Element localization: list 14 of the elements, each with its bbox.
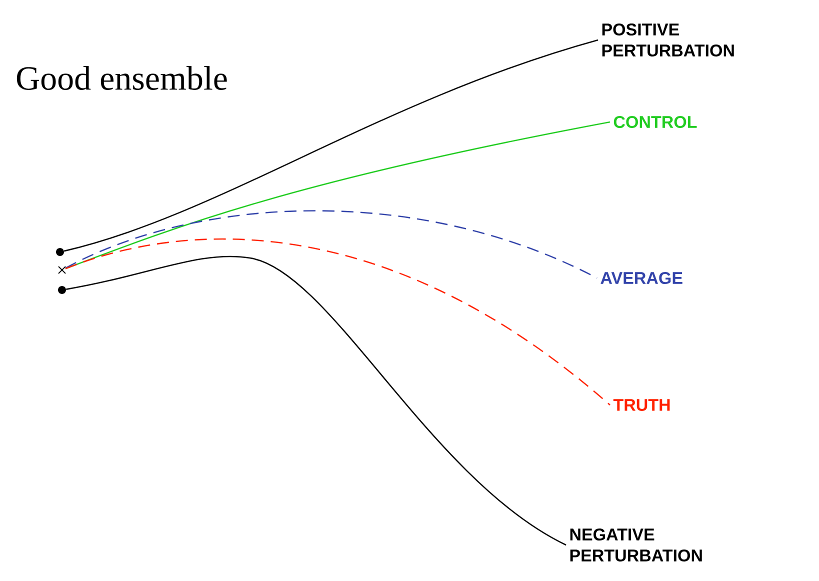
curve [65,121,610,270]
start-dot [58,286,66,294]
curve-label: CONTROL [614,116,697,128]
curve [64,39,598,252]
curve [66,256,566,546]
curve [65,238,610,406]
start-mark [58,266,66,274]
title: Good ensemble [16,66,227,90]
curve-label: TRUTH [613,399,670,411]
curve-label: AVERAGE [600,272,682,284]
curve-label: NEGATIVE PERTURBATION [570,528,702,562]
start-dot [56,248,64,256]
curve-label: POSITIVE PERTURBATION [602,23,734,57]
curve [65,210,598,279]
